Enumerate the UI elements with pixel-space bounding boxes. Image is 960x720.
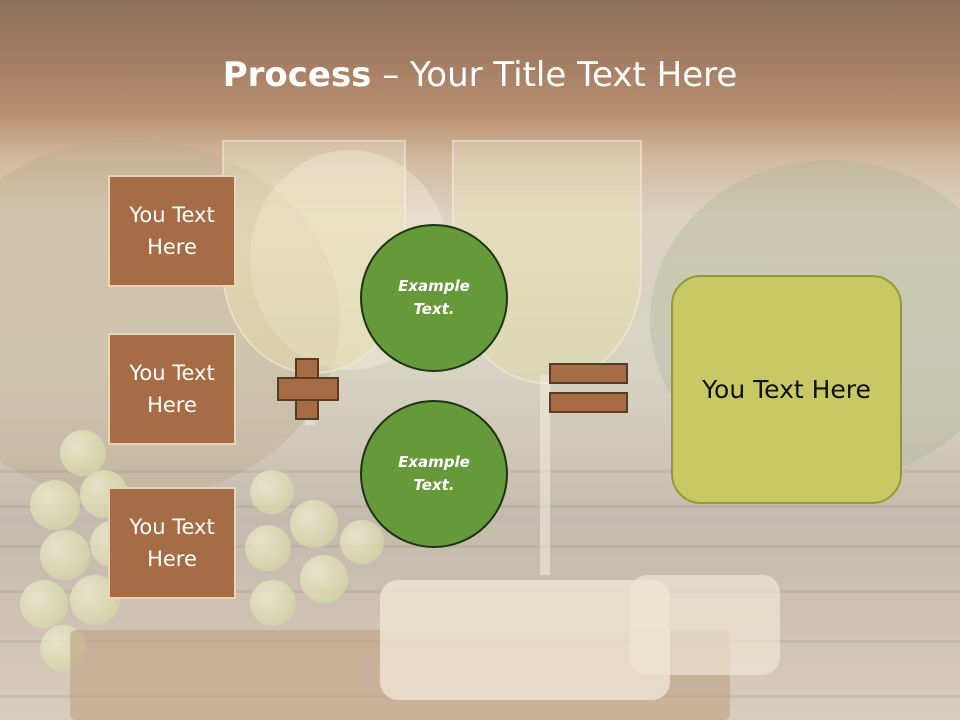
input-box-label: You Text Here <box>129 361 215 417</box>
input-box-1[interactable]: You Text Here <box>108 175 236 287</box>
input-box-3[interactable]: You Text Here <box>108 487 236 599</box>
example-circle-2[interactable]: Example Text. <box>360 400 508 548</box>
circle-label: Example Text. <box>398 277 470 318</box>
slide-title: Process – Your Title Text Here <box>0 52 960 98</box>
title-rest: – Your Title Text Here <box>371 55 738 95</box>
result-box[interactable]: You Text Here <box>671 275 902 504</box>
title-bold: Process <box>222 55 372 95</box>
input-box-label: You Text Here <box>129 203 215 259</box>
example-circle-1[interactable]: Example Text. <box>360 224 508 372</box>
result-label: You Text Here <box>702 375 871 404</box>
circle-label: Example Text. <box>398 453 470 494</box>
input-box-label: You Text Here <box>129 515 215 571</box>
input-box-2[interactable]: You Text Here <box>108 333 236 445</box>
